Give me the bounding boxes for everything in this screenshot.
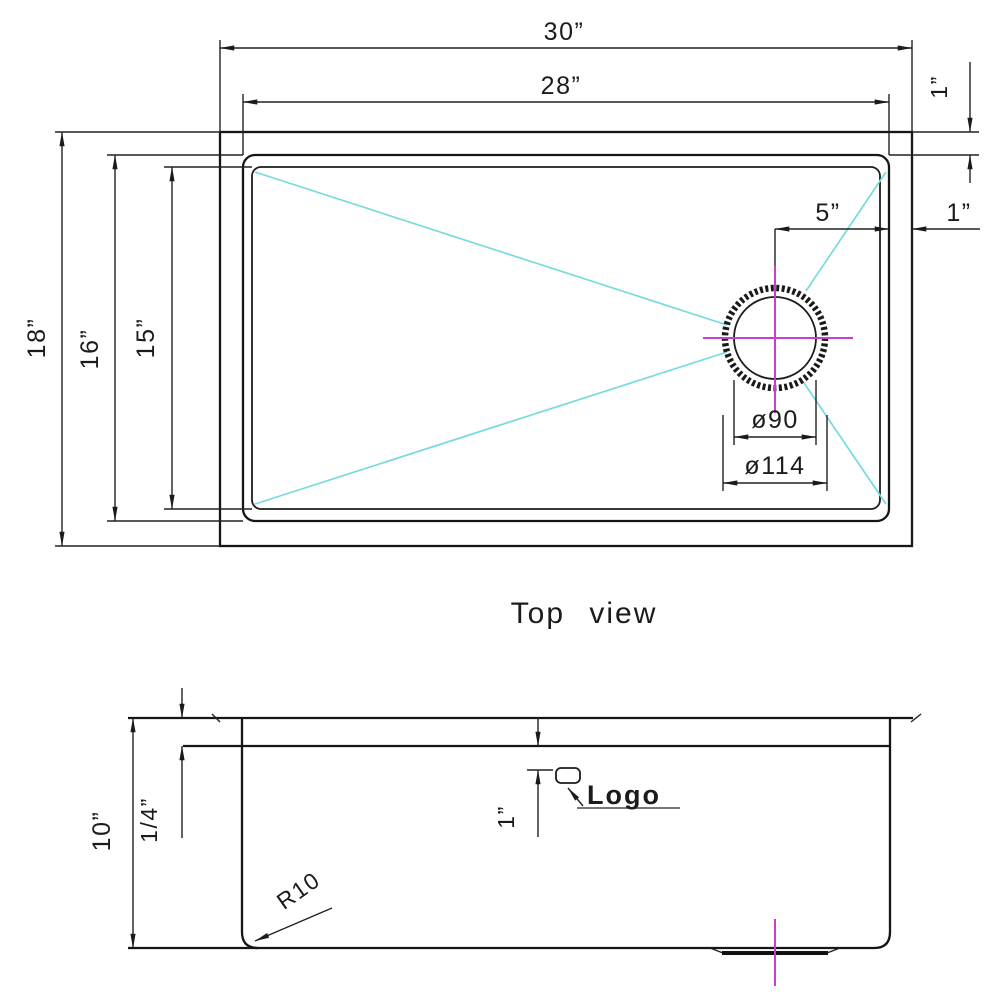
dim-label-15: 15” [132,318,160,359]
guide-top-right [805,171,887,292]
dim-label-o90: ø90 [751,406,799,434]
top-view-title: Top view [511,597,658,630]
bowl-outer-rect [241,153,891,523]
dim-label-r10: R10 [272,866,325,914]
dim-label-1-right: 1” [946,199,971,227]
dim-label-o114: ø114 [744,452,805,480]
logo-mark-icon [555,767,581,784]
drain [703,266,853,413]
dim-overall-width: 30” [219,18,913,132]
dim-label-1-top: 1” [926,75,952,98]
side-view: 10” 1/4” 1” Logo R10 [88,688,922,986]
dim-bowl-depth: 16” [76,154,243,522]
dim-label-1-side: 1” [493,805,519,828]
dim-label-18: 18” [23,318,51,359]
guide-bottom-left [254,351,728,505]
profile-left-wall [240,718,259,950]
dim-overall-depth: 18” [23,131,220,547]
drain-pad [709,919,841,986]
dim-corner-radius: R10 [254,866,333,942]
bowl-inner-rect [251,166,881,510]
flange-tick-left [211,713,221,723]
guide-bottom-right [803,382,887,505]
guide-top-left [254,171,728,326]
sink-outer-rim-rect [218,130,914,548]
dim-label-16: 16” [76,329,104,370]
profile-right-wall [873,718,892,950]
dim-label-quarter: 1/4” [136,797,162,843]
logo-leader-line [567,787,584,807]
dim-label-30: 30” [544,18,585,46]
dim-bowl-width: 28” [242,72,890,155]
dim-drain-flange: ø114 [722,415,828,491]
radius-leader-line [254,907,333,942]
dim-drain-to-wall: 5” [774,199,890,266]
drain-pad-chamfer-right [826,947,841,954]
dim-height: 10” [88,717,136,949]
dim-drain-hole: ø90 [733,380,817,445]
dim-bowl-inner-depth: 15” [132,166,252,510]
dim-label-5: 5” [815,199,840,227]
drain-pad-chamfer-left [709,947,724,954]
logo-callout: Logo [555,767,680,810]
top-view: 30” 28” 18” 16” 15” [23,18,980,630]
dim-label-28: 28” [541,72,582,100]
flange-tick-right [910,713,922,723]
logo-label: Logo [587,780,661,810]
dim-rim-thickness: 1/4” [136,688,185,843]
dim-rim-top: 1” [889,62,979,183]
dim-logo-offset: 1” [493,718,553,837]
dim-rim-right: 1” [911,199,980,232]
dim-label-10: 10” [88,811,116,852]
